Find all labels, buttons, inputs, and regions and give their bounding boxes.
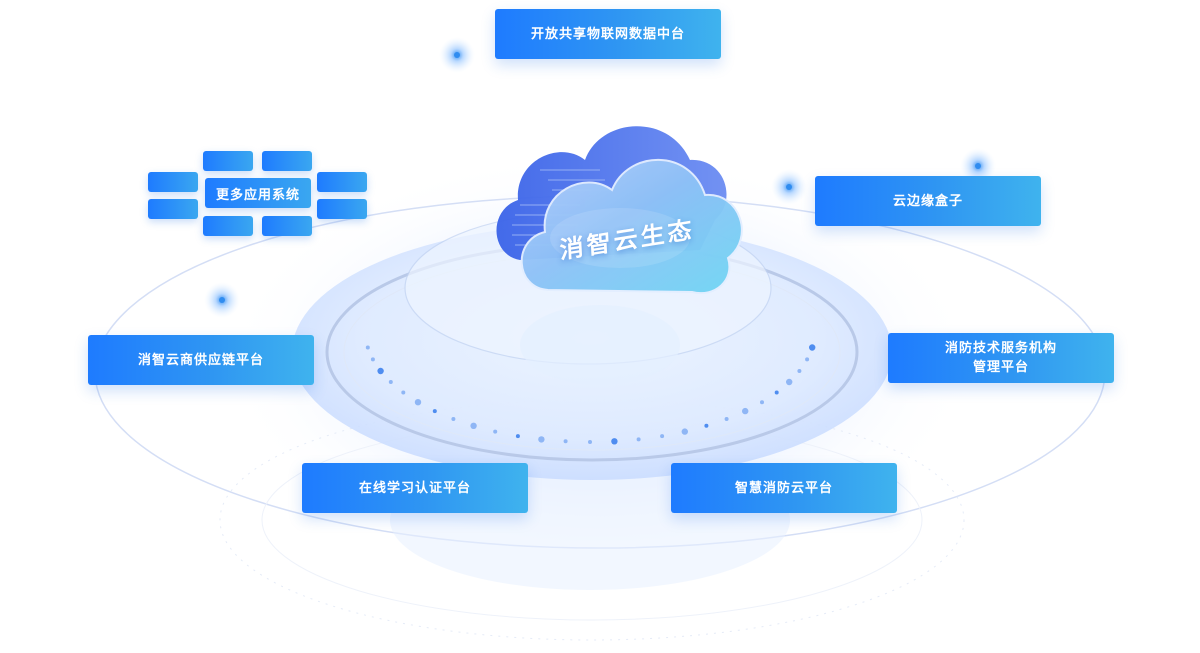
cloud-icon xyxy=(496,126,743,295)
arc-dot xyxy=(774,390,779,395)
arc-dot xyxy=(401,390,406,395)
node-online-learning-platform[interactable]: 在线学习认证平台 xyxy=(302,463,528,513)
node-fire-service-management-platform[interactable]: 消防技术服务机构 管理平台 xyxy=(888,333,1114,383)
arc-dot xyxy=(611,438,618,445)
arc-dot xyxy=(797,369,802,373)
lower-dotted-ring xyxy=(219,399,965,641)
arc-dot xyxy=(538,436,545,443)
node-supply-chain-platform[interactable]: 消智云商供应链平台 xyxy=(88,335,314,385)
arc-dot xyxy=(636,437,641,442)
pulse-marker xyxy=(439,37,475,73)
arc-dot xyxy=(809,344,816,351)
node-label: 在线学习认证平台 xyxy=(358,480,471,496)
node-label: 云边缘盒子 xyxy=(892,193,963,209)
app-tile xyxy=(317,172,367,192)
arc-dot xyxy=(805,357,810,362)
node-label: 智慧消防云平台 xyxy=(734,480,833,496)
arc-dot xyxy=(724,417,729,421)
node-iot-data-platform[interactable]: 开放共享物联网数据中台 xyxy=(495,9,721,59)
arc-dot xyxy=(493,429,498,434)
arc-dot xyxy=(786,378,793,386)
dotted-arc xyxy=(365,344,816,445)
arc-dot xyxy=(377,367,384,375)
node-label-line2: 管理平台 xyxy=(972,360,1029,375)
arc-dot xyxy=(704,423,709,428)
node-smart-fire-cloud-platform[interactable]: 智慧消防云平台 xyxy=(671,463,897,513)
arc-dot xyxy=(432,409,437,414)
node-label-line1: 消防技术服务机构 xyxy=(944,341,1057,356)
pulse-marker xyxy=(204,282,240,318)
arc-dot xyxy=(563,439,568,444)
arc-dot xyxy=(370,357,375,362)
arc-dot xyxy=(515,434,520,439)
arc-dot xyxy=(660,434,665,439)
node-label: 开放共享物联网数据中台 xyxy=(530,26,685,42)
arc-dot xyxy=(470,422,477,429)
arc-dot xyxy=(742,407,749,415)
app-tile xyxy=(148,199,198,219)
arc-dot xyxy=(365,345,370,350)
arc-dot xyxy=(588,440,592,444)
cloud-reflection xyxy=(520,305,680,385)
pulse-marker xyxy=(771,169,807,205)
node-more-apps[interactable]: 更多应用系统 xyxy=(205,178,311,208)
arc-dot xyxy=(388,380,393,384)
app-tile xyxy=(317,199,367,219)
node-edge-box[interactable]: 云边缘盒子 xyxy=(815,176,1041,226)
arc-dot xyxy=(451,417,456,421)
app-tile xyxy=(262,151,312,171)
app-tile xyxy=(203,151,253,171)
arc-dot xyxy=(681,428,688,435)
arc-dot xyxy=(760,400,764,405)
app-tile xyxy=(148,172,198,192)
app-tile xyxy=(203,216,253,236)
node-label: 消智云商供应链平台 xyxy=(137,352,264,368)
pulse-marker xyxy=(960,148,996,184)
arc-dot xyxy=(414,399,422,406)
app-tile xyxy=(262,216,312,236)
